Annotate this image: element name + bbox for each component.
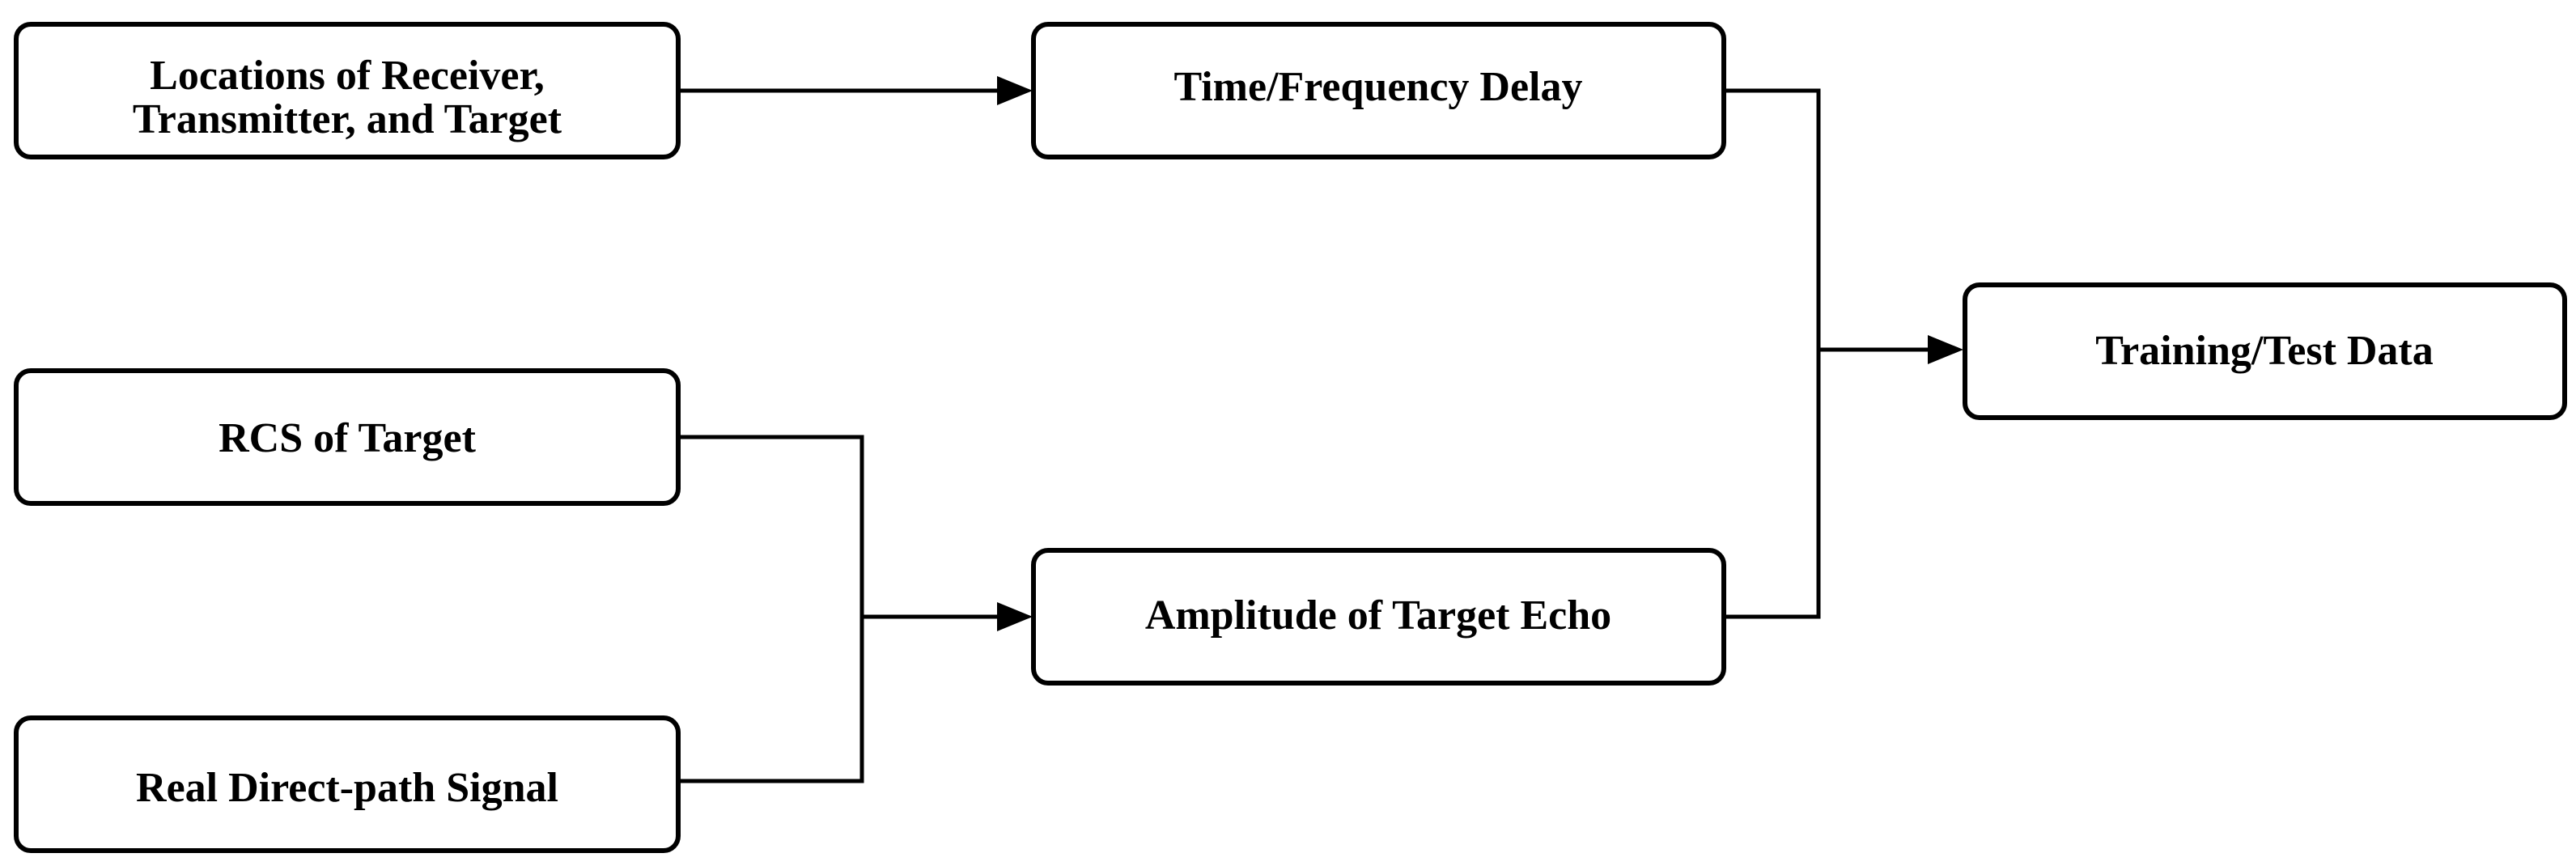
- node-direct-path-label: Real Direct-path Signal: [136, 765, 558, 811]
- node-amplitude: Amplitude of Target Echo: [1031, 548, 1726, 686]
- arrowhead-output: [1928, 335, 1963, 364]
- node-locations-label-line2: Transmitter, and Target: [133, 96, 562, 142]
- edge-rcs-to-merge: [678, 435, 864, 783]
- node-locations: Locations of Receiver, Transmitter, and …: [14, 22, 681, 159]
- node-delay-box: [1031, 22, 1726, 159]
- node-rcs: RCS of Target: [14, 368, 681, 506]
- node-locations-box: [14, 22, 681, 159]
- arrowhead-amplitude: [997, 602, 1033, 631]
- node-locations-label-line1: Locations of Receiver,: [150, 53, 545, 99]
- edge-delay-amplitude-merge: [1724, 88, 1821, 619]
- node-rcs-label: RCS of Target: [219, 415, 476, 461]
- arrowhead-delay: [997, 76, 1033, 105]
- node-output: Training/Test Data: [1963, 282, 2567, 420]
- node-delay-label: Time/Frequency Delay: [1173, 64, 1582, 110]
- connectors: [678, 76, 1963, 783]
- node-output-label: Training/Test Data: [2095, 328, 2434, 374]
- node-amplitude-box: [1031, 548, 1726, 686]
- node-rcs-box: [14, 368, 681, 506]
- node-output-box: [1963, 282, 2567, 420]
- node-direct-path: Real Direct-path Signal: [14, 715, 681, 853]
- node-delay: Time/Frequency Delay: [1031, 22, 1726, 159]
- node-amplitude-label: Amplitude of Target Echo: [1145, 592, 1611, 639]
- node-direct-path-box: [14, 715, 681, 853]
